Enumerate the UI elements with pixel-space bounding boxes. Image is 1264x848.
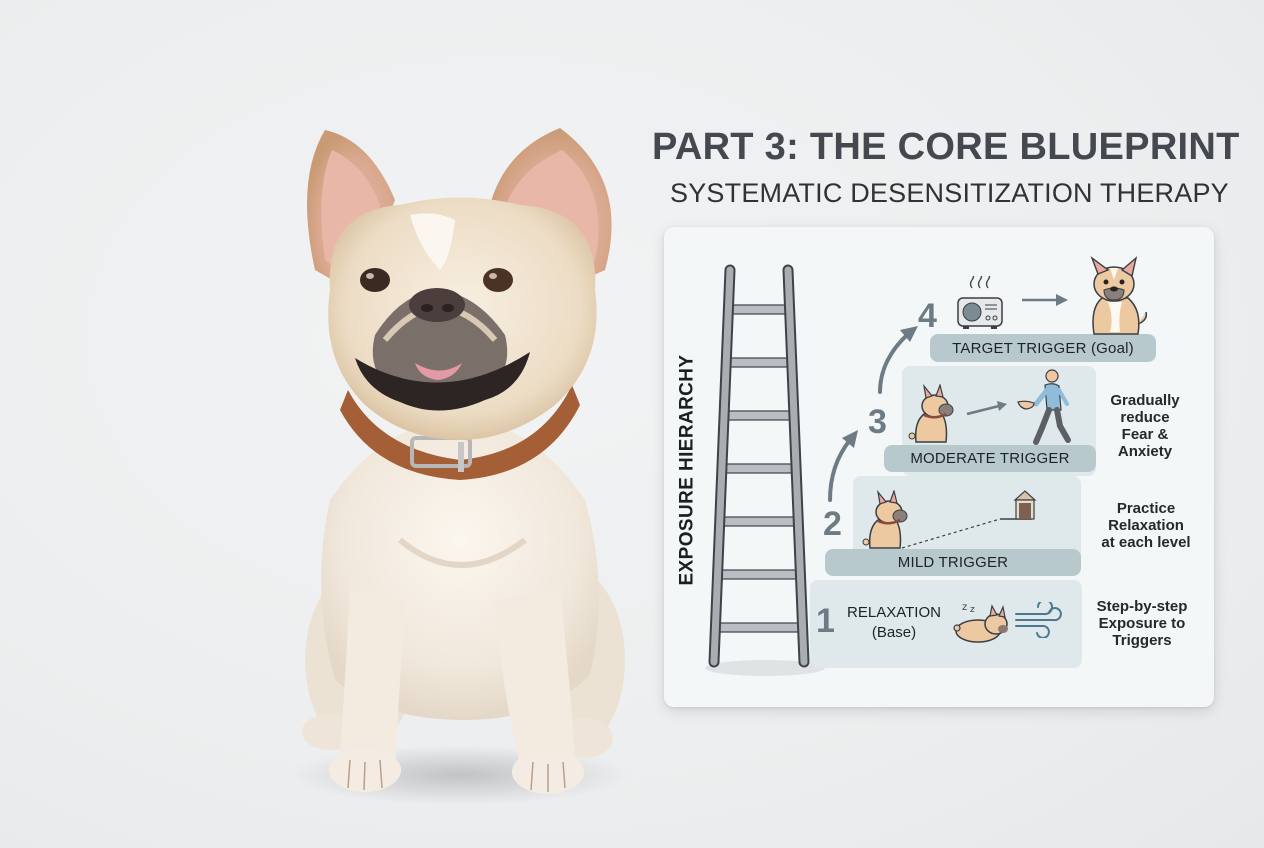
- step-3-label-bar: MODERATE TRIGGER: [884, 445, 1096, 472]
- step-2-sitting-dog-icon: [862, 488, 912, 550]
- step-1-number: 1: [816, 602, 835, 640]
- step-4-label-bar: TARGET TRIGGER (Goal): [930, 334, 1156, 362]
- step-4-number: 4: [918, 297, 937, 335]
- ladder-icon: [700, 262, 830, 682]
- svg-text:z: z: [962, 602, 967, 613]
- side-note-exposure: Step-by-step Exposure to Triggers: [1096, 598, 1188, 649]
- step-2-number: 2: [823, 505, 842, 543]
- side-note-fear: Gradually reduce Fear & Anxiety: [1110, 392, 1180, 460]
- dog-illustration: [290, 128, 630, 805]
- page-subtitle: SYSTEMATIC DESENSITIZATION THERAPY: [670, 178, 1229, 208]
- page-title: PART 3: THE CORE BLUEPRINT: [652, 126, 1240, 168]
- progress-arrows: [820, 320, 930, 510]
- calm-dog-icon: [1080, 256, 1152, 336]
- step-2-label-bar: MILD TRIGGER: [825, 549, 1081, 576]
- step-1-label: RELAXATION (Base): [847, 604, 941, 641]
- french-bulldog-photo: [290, 120, 640, 810]
- doghouse-icon: [1012, 488, 1038, 520]
- step-3-sitting-dog-icon: [908, 382, 958, 444]
- sleeping-dog-icon: z z: [950, 598, 1012, 644]
- side-note-relaxation: Practice Relaxation at each level: [1101, 500, 1191, 551]
- person-walking-icon: [1012, 368, 1074, 446]
- step-3-number: 3: [868, 403, 887, 441]
- svg-text:z: z: [970, 605, 975, 615]
- step-3-arrow-right-icon: [965, 400, 1009, 418]
- step-1-platform: [810, 580, 1082, 668]
- wind-icon: [1014, 599, 1062, 639]
- step-4-arrow-right-icon: [1020, 293, 1070, 307]
- radio-noise-icon: [955, 272, 1005, 332]
